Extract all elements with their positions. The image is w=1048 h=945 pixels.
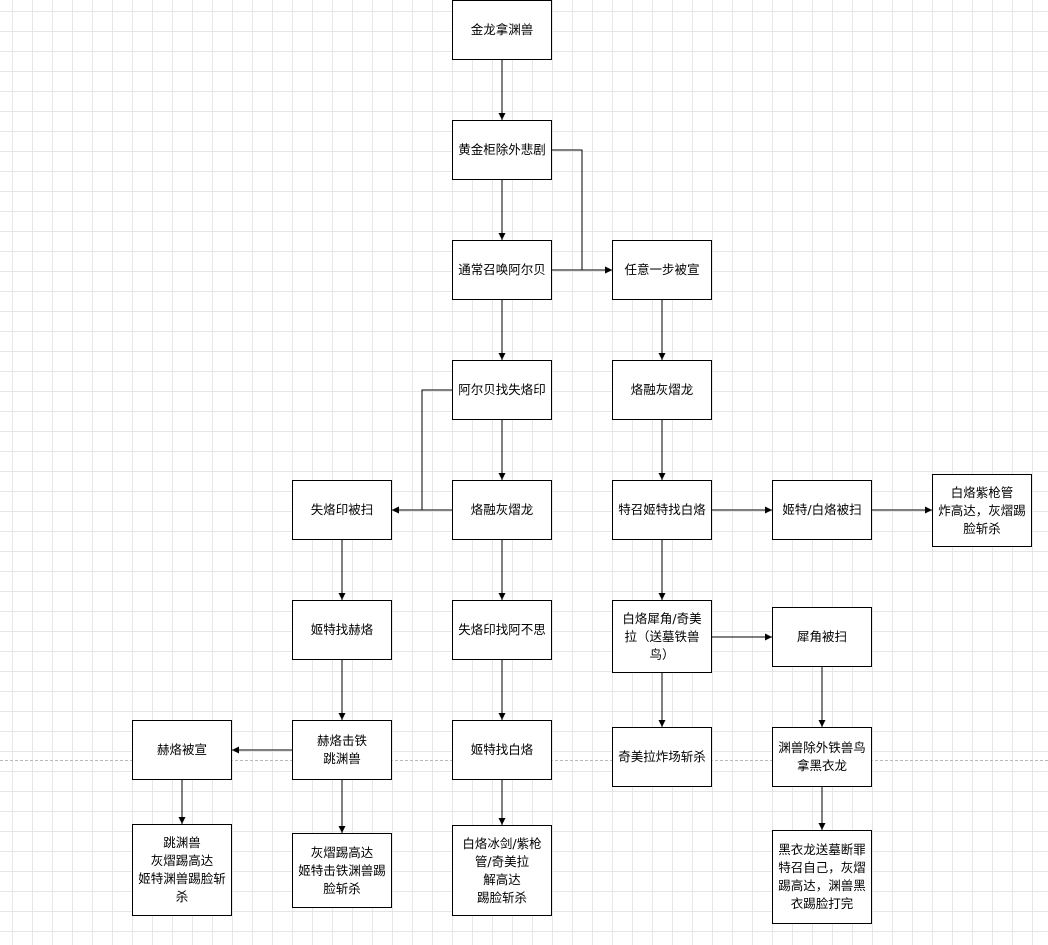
- node-n22[interactable]: 灰熠踢高达 姬特击铁渊兽踢 脸斩杀: [292, 833, 392, 908]
- node-n14[interactable]: 白烙犀角/奇美 拉（送墓铁兽 鸟）: [612, 600, 712, 673]
- node-n18[interactable]: 姬特找白烙: [452, 720, 552, 780]
- node-n3[interactable]: 通常召唤阿尔贝: [452, 240, 552, 300]
- node-n24[interactable]: 黑衣龙送墓断罪 特召自己，灰熠 踢高达，渊兽黑 衣踢脸打完: [772, 830, 872, 924]
- node-n6[interactable]: 烙融灰熠龙: [452, 480, 552, 540]
- node-n16[interactable]: 赫烙被宣: [132, 720, 232, 780]
- node-n13[interactable]: 失烙印找阿不思: [452, 600, 552, 660]
- node-n5[interactable]: 阿尔贝找失烙印: [452, 360, 552, 420]
- node-n20[interactable]: 渊兽除外铁兽鸟 拿黑衣龙: [772, 727, 872, 787]
- node-n4[interactable]: 任意一步被宣: [612, 240, 712, 300]
- node-n12[interactable]: 姬特找赫烙: [292, 600, 392, 660]
- node-n19[interactable]: 奇美拉炸场斩杀: [612, 727, 712, 787]
- node-n7[interactable]: 失烙印被扫: [292, 480, 392, 540]
- node-n2[interactable]: 黄金柜除外悲剧: [452, 120, 552, 180]
- node-n17[interactable]: 赫烙击铁 跳渊兽: [292, 720, 392, 780]
- edge-n5-n7: [392, 389, 452, 514]
- node-n21[interactable]: 跳渊兽 灰熠踢高达 姬特渊兽踢脸斩 杀: [132, 824, 232, 916]
- node-n8[interactable]: 烙融灰熠龙: [612, 360, 712, 420]
- node-n10[interactable]: 姬特/白烙被扫: [772, 480, 872, 540]
- node-n9[interactable]: 特召姬特找白烙: [612, 480, 712, 540]
- node-n23[interactable]: 白烙冰剑/紫枪 管/奇美拉 解高达 踢脸斩杀: [452, 825, 552, 916]
- edge-n2-n4: [552, 149, 612, 274]
- node-n15[interactable]: 犀角被扫: [772, 607, 872, 667]
- node-n1[interactable]: 金龙拿渊兽: [452, 0, 552, 60]
- node-n11[interactable]: 白烙紫枪管 炸高达，灰熠踢 脸斩杀: [932, 474, 1032, 547]
